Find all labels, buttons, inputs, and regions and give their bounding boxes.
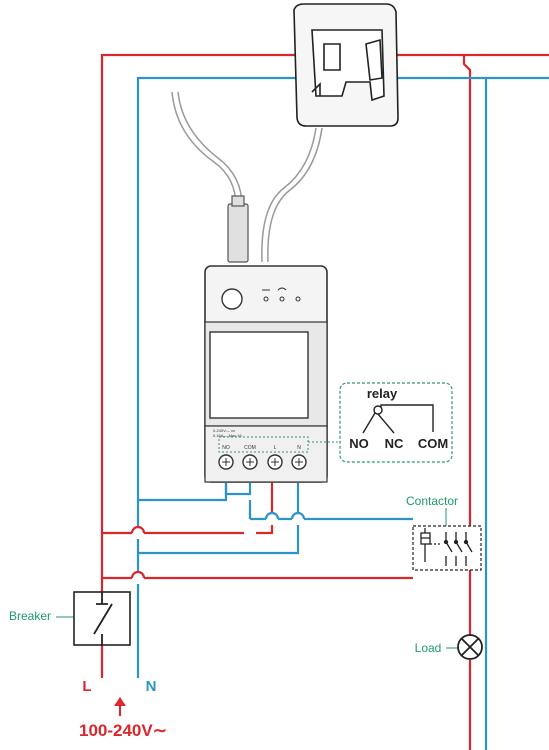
led-indicators-icon [262, 287, 301, 302]
ct-cable [171, 91, 323, 263]
terminal-label-n: N [297, 445, 301, 451]
device-spec-2: 0.16A— Max 16 [213, 433, 242, 438]
supply-arrow-icon [114, 697, 126, 716]
breaker-label: Breaker [9, 609, 51, 623]
supply-voltage-label: 100-240V∼ [79, 721, 167, 740]
contactor-label: Contactor [406, 494, 458, 508]
wire-crossings [132, 513, 304, 584]
ct-clamp-icon [293, 3, 399, 127]
live-wire [100, 53, 549, 750]
relay-nc-label: NC [385, 436, 404, 451]
breaker-switch-icon [93, 592, 113, 645]
power-button-icon [221, 288, 243, 310]
terminal-label-no: NO [222, 445, 230, 451]
display-screen [209, 331, 309, 419]
lamp-load-icon [457, 634, 483, 660]
live-label: L [82, 678, 91, 695]
neutral-label: N [146, 678, 157, 695]
relay-switch-icon [362, 404, 434, 434]
terminal-label-com: COM [244, 445, 256, 451]
relay-label: relay [367, 386, 398, 401]
relay-no-label: NO [349, 436, 369, 451]
terminal-label-l: L [274, 445, 277, 451]
relay-com-label: COM [418, 436, 448, 451]
relay-callout [339, 382, 453, 463]
power-meter-device [204, 265, 328, 483]
device-spec-1: 0-240V— xx [213, 428, 235, 433]
contactor-coil-icon [420, 528, 473, 566]
load-label: Load [415, 641, 442, 655]
